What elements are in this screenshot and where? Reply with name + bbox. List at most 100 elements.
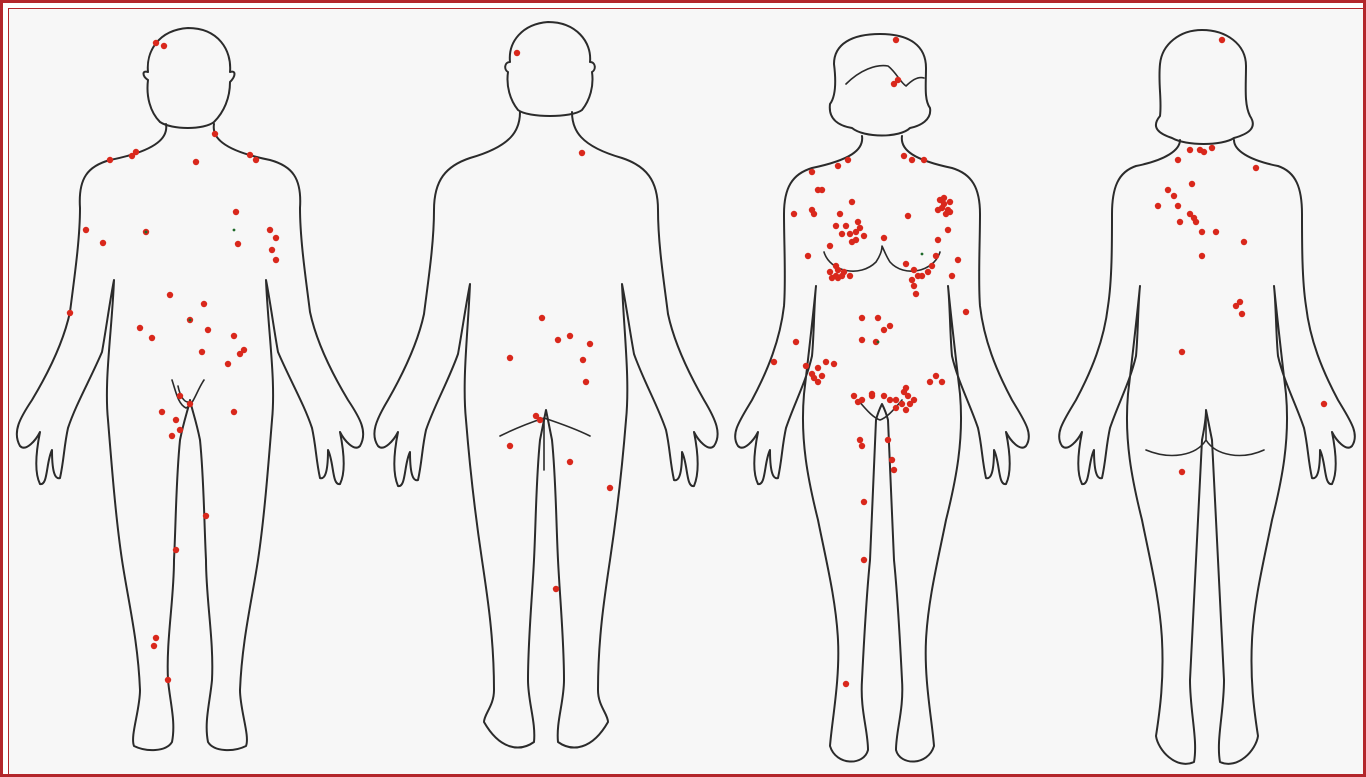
female-back-body-outline [1059, 140, 1355, 764]
female-front-marker [881, 393, 887, 399]
male-front-marker [177, 427, 183, 433]
male-back-marker [553, 586, 559, 592]
female-front-marker [869, 393, 875, 399]
male-front-marker [199, 349, 205, 355]
female-front-marker [925, 269, 931, 275]
male-front-marker [137, 325, 143, 331]
male-back-marker [580, 357, 586, 363]
female-front-marker [837, 211, 843, 217]
male-front-marker [231, 333, 237, 339]
female-front-marker [805, 253, 811, 259]
female-front-marker [859, 443, 865, 449]
female-front-marker [963, 309, 969, 315]
male-back-marker [587, 341, 593, 347]
female-back-marker [1193, 219, 1199, 225]
male-front-marker [231, 409, 237, 415]
male-back-marker [567, 333, 573, 339]
male-front-marker [167, 292, 173, 298]
male-back-buttocks [500, 418, 590, 470]
female-front-marker [839, 231, 845, 237]
female-front-marker [845, 157, 851, 163]
female-back-marker [1179, 349, 1185, 355]
female-front-marker [793, 339, 799, 345]
female-front-marker [887, 323, 893, 329]
male-front-marker [267, 227, 273, 233]
female-front-marker [939, 379, 945, 385]
female-front-marker [935, 207, 941, 213]
male-front-marker [193, 159, 199, 165]
male-back-body-outline [374, 112, 717, 747]
female-front-marker [903, 261, 909, 267]
male-front-marker [173, 417, 179, 423]
female-front-marker [827, 243, 833, 249]
male-back-marker [579, 150, 585, 156]
female-front-marker [891, 467, 897, 473]
female-front-marker [901, 153, 907, 159]
female-front-marker [913, 291, 919, 297]
female-front-marker [933, 373, 939, 379]
female-back-marker [1241, 239, 1247, 245]
male-back-marker [567, 459, 573, 465]
male-front-marker [205, 327, 211, 333]
female-front-marker [847, 273, 853, 279]
small-marker [877, 341, 880, 344]
female-front-marker [905, 393, 911, 399]
female-back-marker [1187, 147, 1193, 153]
female-front-marker [815, 379, 821, 385]
male-back-marker [539, 315, 545, 321]
female-front-marker [909, 157, 915, 163]
female-back-marker [1199, 253, 1205, 259]
female-back-marker [1175, 157, 1181, 163]
small-marker [233, 229, 236, 232]
female-front-marker [861, 233, 867, 239]
female-back-marker [1177, 219, 1183, 225]
female-front-marker [911, 267, 917, 273]
male-front-marker [153, 635, 159, 641]
female-back-marker [1171, 193, 1177, 199]
male-front-marker [165, 677, 171, 683]
female-front-marker [771, 359, 777, 365]
male-front-marker [107, 157, 113, 163]
female-front-marker [893, 37, 899, 43]
male-front-marker [67, 310, 73, 316]
female-front-marker [903, 385, 909, 391]
lesion-markers [67, 37, 1327, 687]
figure-female-back [1059, 30, 1355, 764]
female-front-marker [893, 405, 899, 411]
female-front-marker [899, 401, 905, 407]
female-back-marker [1175, 203, 1181, 209]
male-front-marker [253, 157, 259, 163]
female-back-marker [1213, 229, 1219, 235]
male-front-marker [201, 301, 207, 307]
male-front-marker [177, 393, 183, 399]
male-back-marker [607, 485, 613, 491]
male-front-marker [169, 433, 175, 439]
male-front-marker [241, 347, 247, 353]
female-front-marker [859, 315, 865, 321]
female-front-marker [903, 407, 909, 413]
female-front-marker [811, 211, 817, 217]
female-front-marker [945, 227, 951, 233]
male-front-marker [273, 257, 279, 263]
figure-male-front [17, 28, 363, 750]
male-front-marker [247, 152, 253, 158]
female-front-marker [909, 277, 915, 283]
female-front-marker [933, 253, 939, 259]
female-front-head [830, 34, 930, 136]
male-front-marker [235, 241, 241, 247]
male-front-marker [203, 513, 209, 519]
female-front-marker [927, 379, 933, 385]
female-front-marker [861, 499, 867, 505]
female-front-marker [833, 223, 839, 229]
small-marker [921, 253, 924, 256]
female-front-marker [835, 163, 841, 169]
female-front-marker [919, 273, 925, 279]
female-front-marker [815, 365, 821, 371]
male-back-marker [583, 379, 589, 385]
female-front-marker [847, 231, 853, 237]
female-front-marker [875, 315, 881, 321]
male-front-marker [187, 401, 193, 407]
female-back-head [1156, 30, 1253, 144]
female-front-marker [843, 681, 849, 687]
